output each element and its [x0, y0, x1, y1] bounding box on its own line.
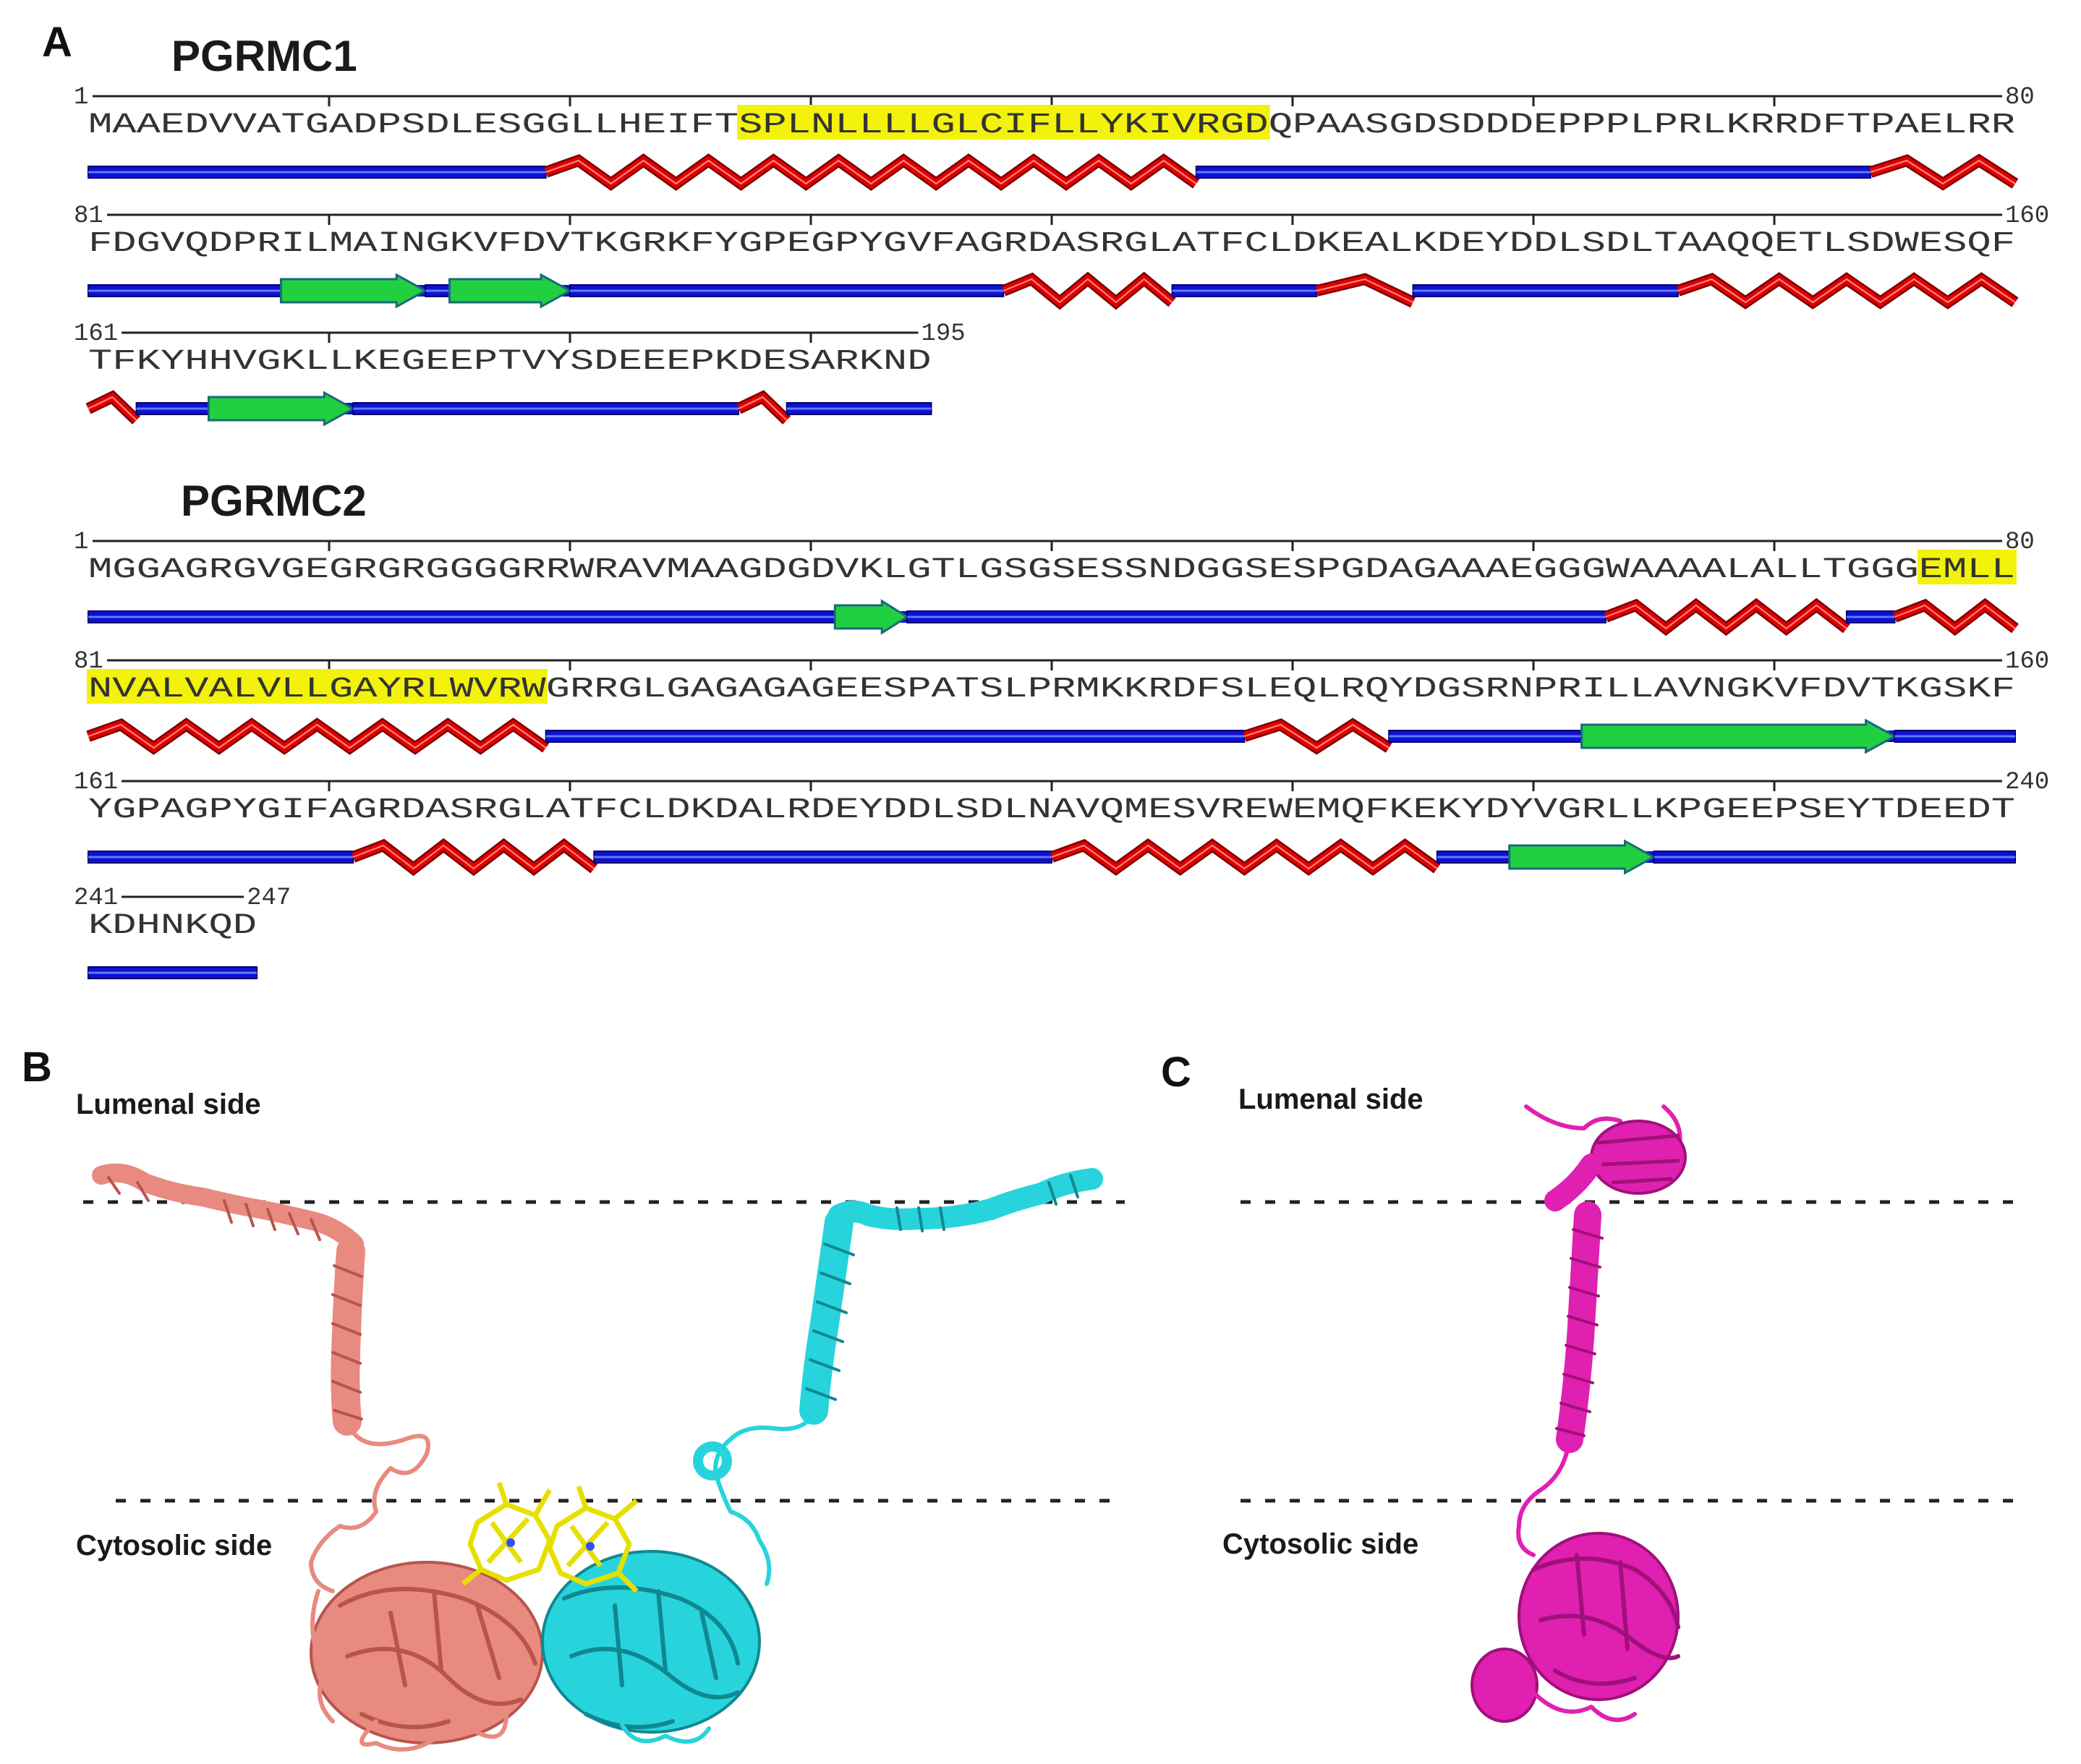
sequence-text: TFKYHHVGKLLKEGEEPTVYSDEEEPKDESARKND	[88, 346, 932, 378]
chain-2-helix-lumenal	[828, 1168, 1103, 1230]
alpha-helix-zigzag	[87, 720, 548, 753]
beta-strand-arrow	[1508, 839, 1656, 875]
panel-c-label: C	[1161, 1049, 1191, 1096]
chain-2-helix-lumenal-detail	[895, 1174, 1079, 1232]
chain-1-helix-lumenal-detail	[107, 1176, 321, 1241]
sequence-row-pgrmc1-2: 81 160FDGVQDPRILMAINGKVFDVTKGRKFYGPEGPYGV…	[74, 203, 2049, 310]
heme-dimer	[461, 1481, 639, 1593]
pgrmc2-lumenal-helix-detail	[1596, 1133, 1680, 1185]
sequence-rows: 1 80MAAEDVVATGADPSDLESGGLLHEIFTSPLNLLLLGL…	[74, 84, 2049, 979]
transmembrane-highlight	[1917, 550, 2017, 584]
beta-strand-arrow	[833, 599, 910, 635]
chain-2-helix-turn	[693, 1441, 732, 1480]
row-start-number: 241	[74, 885, 118, 912]
row-end-number: 195	[922, 320, 966, 348]
chain-2-tm-helix	[799, 1208, 854, 1425]
chain-1-loop-lower	[359, 1712, 508, 1752]
row-start-number: 1	[74, 84, 88, 111]
pgrmc2-cytosolic-domain-detail	[1531, 1553, 1680, 1686]
beta-strand-arrow	[208, 391, 356, 427]
panel-c: C Lumenal side Cytosolic side	[1161, 1049, 2018, 1723]
row-start-number: 81	[74, 203, 103, 230]
helix-shine	[88, 396, 137, 421]
chain-2-tm-helix-detail	[805, 1243, 855, 1401]
pgrmc2-tm-helix-detail	[1555, 1228, 1604, 1437]
beta-strand-arrow	[279, 273, 428, 309]
sequence-text: MGGAGRGVGEGRGRGGGGRRWRAVMAAGDGDVKLGTLGSG…	[88, 554, 2015, 587]
row-start-number: 1	[74, 529, 88, 556]
row-end-number: 160	[2005, 203, 2049, 230]
pgrmc2-lower-helix	[1471, 1648, 1539, 1723]
protein-title-pgrmc1: PGRMC1	[171, 32, 357, 80]
beta-strand-arrow	[1580, 718, 1897, 754]
chain-2-domain-detail	[562, 1585, 740, 1729]
transmembrane-highlight	[87, 669, 548, 704]
pgrmc2-linker	[1516, 1444, 1570, 1557]
sequence-text: FDGVQDPRILMAINGKVFDVTKGRKFYGPEGPYGVFAGRD…	[88, 228, 2015, 260]
helix-shine	[1605, 604, 1847, 630]
sequence-text: KDHNKQD	[88, 910, 257, 942]
helix-shine	[1870, 159, 2016, 185]
pgrmc2-tm-helix	[1556, 1201, 1601, 1453]
row-end-number: 247	[247, 885, 291, 912]
sequence-row-pgrmc1-3: 161 195TFKYHHVGKLLKEGEEPTVYSDEEEPKDESARKN…	[74, 320, 966, 427]
sequence-row-pgrmc1-1: 1 80MAAEDVVATGADPSDLESGGLLHEIFTSPLNLLLLGL…	[74, 84, 2035, 191]
panel-a: A PGRMC1 PGRMC2 1 80MAAEDVVATGADPSDLESGGL…	[42, 19, 2049, 979]
sequence-text: MAAEDVVATGADPSDLESGGLLHEIFTSPLNLLLLGLCIF…	[88, 109, 2015, 142]
chain-1-loop-left	[310, 1589, 335, 1723]
helix-shine	[738, 396, 788, 421]
helix-shine	[1003, 278, 1173, 304]
chain-1-helix-lumenal	[92, 1163, 364, 1253]
heme-substituents	[461, 1481, 639, 1593]
helix-shine	[1244, 723, 1390, 749]
row-start-number: 161	[74, 769, 118, 796]
chain-1-domain-detail	[338, 1587, 537, 1729]
chain-2-loop-lower	[620, 1723, 711, 1744]
pgrmc2-short-helix	[1544, 1154, 1602, 1211]
helix-shine	[545, 159, 1197, 185]
pgrmc1-chain-1-structure	[92, 1163, 544, 1752]
row-end-number: 160	[2005, 648, 2049, 676]
pgrmc2-model-structure	[1471, 1104, 1687, 1723]
cytosolic-side-label-b: Cytosolic side	[76, 1530, 272, 1561]
helix-shine	[1051, 844, 1438, 870]
helix-shine	[1677, 278, 2016, 304]
helix-shine	[1894, 604, 2016, 630]
sequence-text: NVALVALVLLGAYRLWVRWGRRGLGAGAGAGEESPATSLP…	[88, 673, 2015, 706]
alpha-helix-zigzag	[1002, 273, 1175, 308]
heme-iron-right	[586, 1542, 595, 1551]
helix-shine	[88, 723, 547, 749]
panel-b-label: B	[22, 1044, 52, 1091]
helix-shine	[352, 844, 595, 870]
lumenal-side-label-b: Lumenal side	[76, 1088, 261, 1120]
pgrmc2-cytosolic-domain	[1518, 1532, 1680, 1701]
chain-2-globular-domain	[541, 1550, 761, 1734]
sequence-row-pgrmc2-3: 161 240YGPAGPYGIFAGRDASRGLATFCLDKDALRDEYD…	[74, 769, 2049, 877]
beta-strand-arrow	[448, 273, 573, 309]
chain-1-tm-helix	[331, 1237, 365, 1436]
pgrmc2-lower-loop	[1531, 1690, 1637, 1722]
cytosolic-side-label-c: Cytosolic side	[1222, 1528, 1418, 1560]
sequence-text: YGPAGPYGIFAGRDASRGLATFCLDKDALRDEYDDLSDLN…	[88, 794, 2015, 827]
panel-b: B Lumenal side Cytosolic side	[22, 1044, 1125, 1752]
protein-title-pgrmc2: PGRMC2	[181, 477, 367, 525]
transmembrane-highlight	[737, 105, 1270, 140]
chain-1-tm-helix-detail	[331, 1264, 363, 1420]
row-end-number: 240	[2005, 769, 2049, 796]
alpha-helix-zigzag	[544, 155, 1199, 189]
row-start-number: 161	[74, 320, 118, 348]
row-end-number: 80	[2005, 84, 2035, 111]
lumenal-side-label-c: Lumenal side	[1238, 1083, 1423, 1115]
chain-1-linker	[309, 1423, 430, 1593]
pgrmc1-chain-2-structure	[541, 1168, 1103, 1744]
panel-a-label: A	[42, 19, 72, 66]
helix-shine	[1316, 278, 1413, 303]
heme-iron-left	[506, 1538, 515, 1547]
